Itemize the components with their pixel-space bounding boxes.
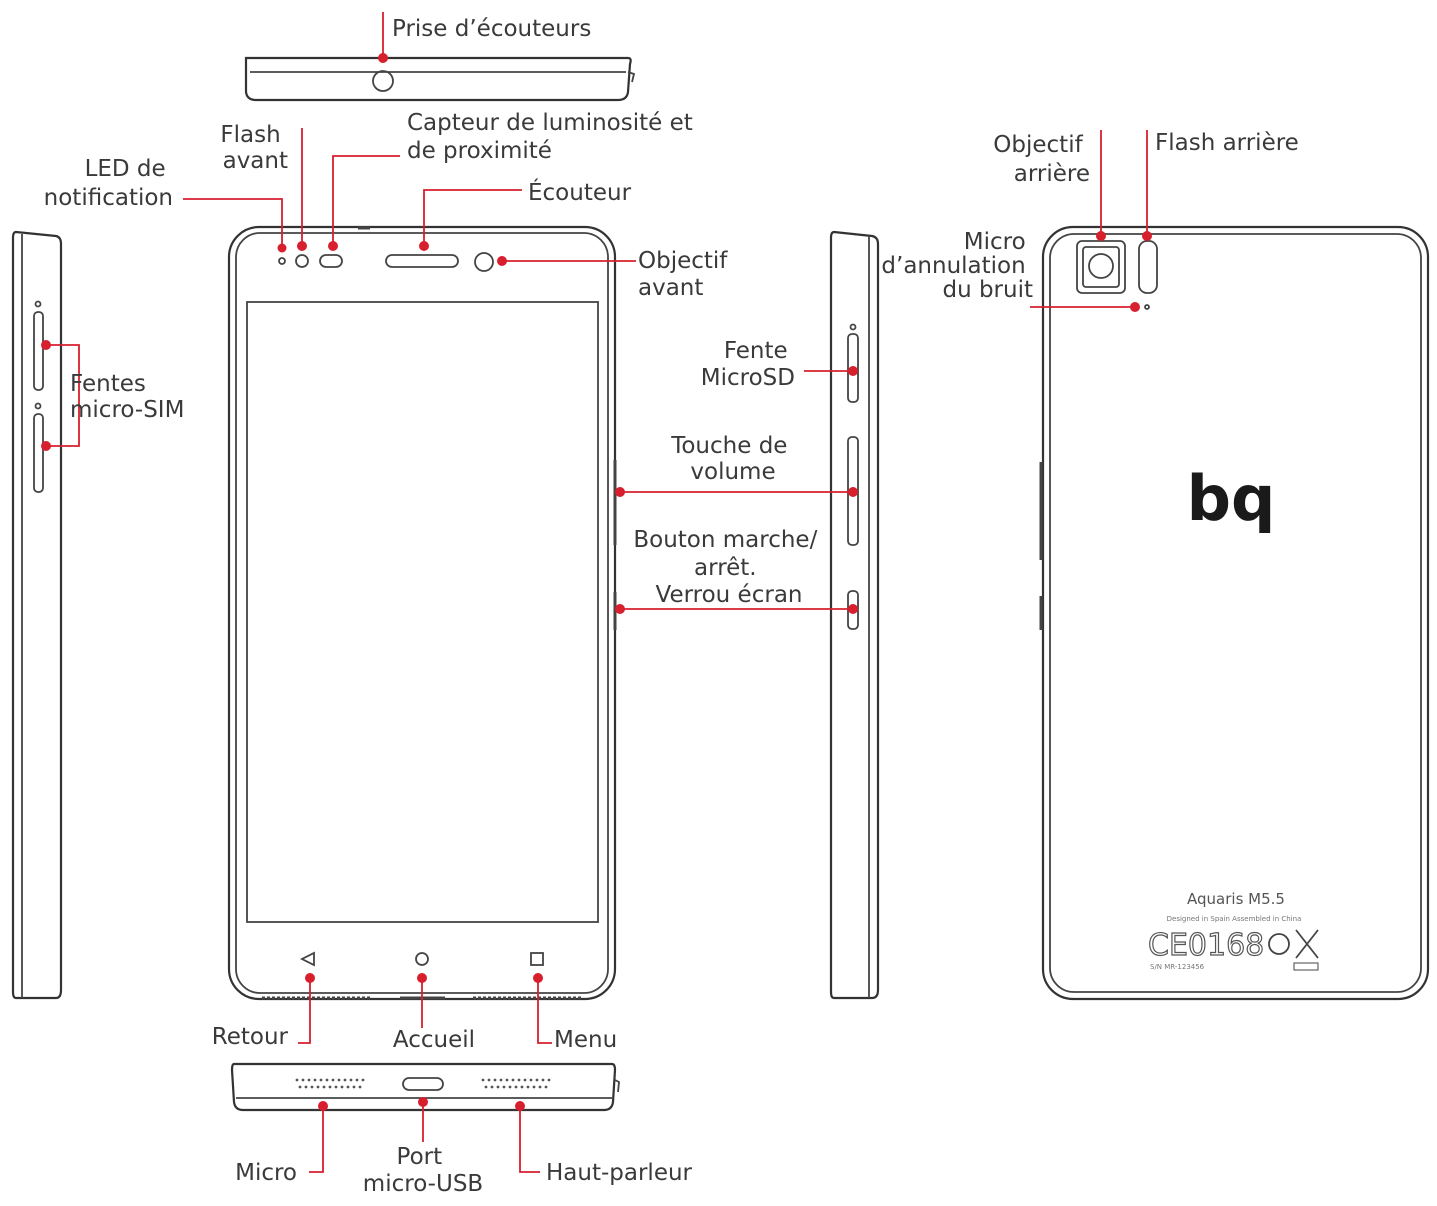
label-microphone: Micro <box>235 1160 297 1186</box>
label-notification-led: LED de notification <box>44 156 173 211</box>
top-edge-view <box>244 56 636 102</box>
home-key-icon <box>415 952 429 966</box>
usb-port-icon <box>402 1077 444 1091</box>
label-home-key: Accueil <box>393 1027 475 1053</box>
brand-logo: bq <box>1187 462 1276 535</box>
label-light-sensor: Capteur de luminosité et de proximité <box>407 110 700 164</box>
certification-mark: CE0168 <box>1148 928 1264 963</box>
label-sim-slots: Fentes micro-SIM <box>70 371 184 423</box>
label-rear-camera: Objectif arrière <box>993 132 1090 187</box>
label-usb-port: Port micro-USB <box>363 1144 483 1197</box>
label-menu-key: Menu <box>554 1027 617 1053</box>
microsd-slot <box>847 333 859 403</box>
origin-text: Designed in Spain Assembled in China <box>1167 915 1302 923</box>
serial-number: S/N MR-123456 <box>1150 963 1205 971</box>
label-front-camera: Objectif avant <box>638 248 735 301</box>
menu-key-icon <box>530 952 544 966</box>
left-side-view <box>11 230 63 1000</box>
microphone-grille <box>295 1078 365 1089</box>
front-camera-icon <box>474 252 494 272</box>
volume-key <box>847 436 859 546</box>
label-front-flash: Flash avant <box>220 122 288 174</box>
rear-camera-icon <box>1088 253 1114 279</box>
label-noise-mic: Micro d’annulation du bruit <box>881 229 1033 303</box>
front-view <box>227 225 617 1001</box>
right-side-view <box>829 230 880 1000</box>
label-microsd-slot: Fente MicroSD <box>701 338 795 391</box>
label-headphone-jack: Prise d’écouteurs <box>392 16 591 42</box>
label-power-button: Bouton marche/ arrêt. Verrou écran <box>633 527 824 608</box>
back-view: bq Aquaris M5.5 Designed in Spain Assemb… <box>1039 225 1430 1001</box>
sim-slot-1 <box>33 311 44 391</box>
power-button <box>847 590 859 630</box>
label-volume-key: Touche de volume <box>670 433 795 485</box>
label-earpiece: Écouteur <box>528 178 632 206</box>
label-speaker: Haut-parleur <box>546 1160 693 1186</box>
label-rear-flash: Flash arrière <box>1155 130 1299 156</box>
front-screen <box>246 301 599 923</box>
speaker-grille <box>481 1078 551 1089</box>
back-key-icon <box>299 951 315 967</box>
notification-led-icon <box>278 257 286 265</box>
light-sensor-icon <box>319 254 343 268</box>
earpiece-icon <box>385 254 459 268</box>
sim-slot-2 <box>33 413 44 493</box>
noise-mic-icon <box>1144 304 1150 310</box>
label-back-key: Retour <box>212 1024 289 1050</box>
front-flash-icon <box>295 254 309 268</box>
rear-flash-icon <box>1138 240 1158 294</box>
headphone-jack-icon <box>372 70 394 92</box>
model-name: Aquaris M5.5 <box>1187 890 1285 908</box>
bottom-edge-view <box>230 1062 620 1112</box>
